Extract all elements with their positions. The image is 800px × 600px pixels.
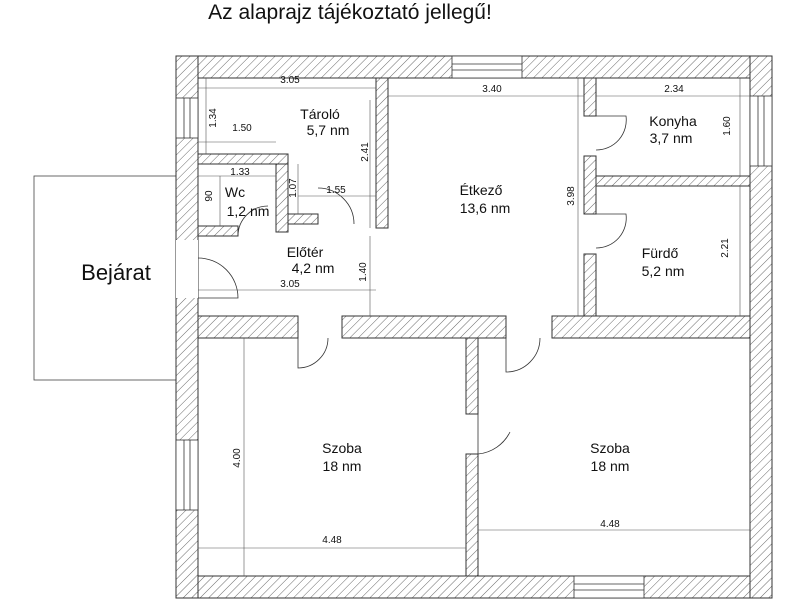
room-area: 1,2 nm: [227, 203, 270, 219]
room-konyha: Konyha 3,7 nm: [649, 113, 697, 146]
dim-konyha-width: 2.34: [664, 84, 684, 95]
room-area: 3,7 nm: [650, 130, 693, 146]
room-furdo: Fürdő 5,2 nm: [642, 245, 685, 279]
room-name: Konyha: [649, 113, 697, 129]
dim-taroló-height: 1.34: [208, 108, 219, 128]
room-name: Szoba: [590, 440, 630, 456]
room-taroló: Tároló 5,7 nm: [300, 106, 349, 138]
dim-wc-width: 1.33: [230, 167, 250, 178]
room-szoba-right: Szoba 18 nm: [590, 440, 630, 474]
plan-title: Az alaprajz tájékoztató jellegű!: [208, 1, 492, 24]
room-name: Szoba: [322, 440, 362, 456]
room-area: 5,7 nm: [307, 122, 350, 138]
room-name: Wc: [225, 184, 245, 200]
room-area: 4,2 nm: [292, 260, 335, 276]
entrance-area: [33, 175, 177, 381]
dim-taroló-right: 2.41: [360, 142, 371, 162]
dim-furdo-height: 2.21: [720, 238, 731, 258]
room-wc: Wc 1,2 nm: [225, 184, 270, 219]
room-area: 5,2 nm: [642, 263, 685, 279]
entrance-label: Bejárat: [81, 260, 151, 285]
dim-wc-height: 90: [204, 190, 215, 202]
room-area: 18 nm: [323, 458, 362, 474]
dim-passage-height: 1.07: [288, 178, 299, 198]
room-area: 18 nm: [591, 458, 630, 474]
dimension-labels: 3.05 3.40 2.34 1.50 1.34 2.41 1.33 90 1.…: [204, 75, 733, 546]
dim-eloter-width: 3.05: [280, 279, 300, 290]
dim-eloter-height: 1.40: [358, 262, 369, 282]
room-etkezo: Étkező 13,6 nm: [460, 182, 511, 216]
dim-etkezo-height: 3.98: [566, 186, 577, 206]
doors: [197, 115, 627, 455]
dim-etkezo-width: 3.40: [482, 84, 502, 95]
dim-taroló-width: 3.05: [280, 75, 300, 86]
room-szoba-left: Szoba 18 nm: [322, 440, 362, 474]
dim-passage-width: 1.55: [326, 185, 346, 196]
dim-szoba-left-width: 4.48: [322, 535, 342, 546]
room-area: 13,6 nm: [460, 200, 511, 216]
dim-taroló-inner: 1.50: [232, 123, 252, 134]
dim-szoba-right-width: 4.48: [600, 519, 620, 530]
room-eloter: Előtér 4,2 nm: [287, 244, 335, 276]
windows: [175, 55, 773, 599]
dim-szoba-left-height: 4.00: [232, 448, 243, 468]
room-name: Étkező: [460, 182, 503, 198]
room-name: Tároló: [300, 106, 340, 122]
interior-walls: [197, 77, 751, 577]
dimension-lines: [198, 78, 750, 576]
room-name: Előtér: [287, 244, 324, 260]
dim-konyha-height: 1.60: [722, 116, 733, 136]
room-name: Fürdő: [642, 245, 679, 261]
